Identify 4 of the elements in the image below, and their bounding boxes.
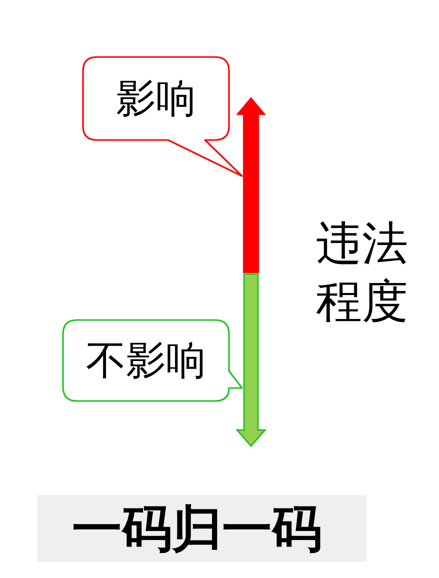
banner: 一码归一码 bbox=[37, 495, 367, 562]
scale-label: 违法程度 bbox=[316, 215, 409, 330]
speech-bubble: 影响 bbox=[82, 56, 243, 179]
speech-bubble: 不影响 bbox=[62, 319, 243, 403]
